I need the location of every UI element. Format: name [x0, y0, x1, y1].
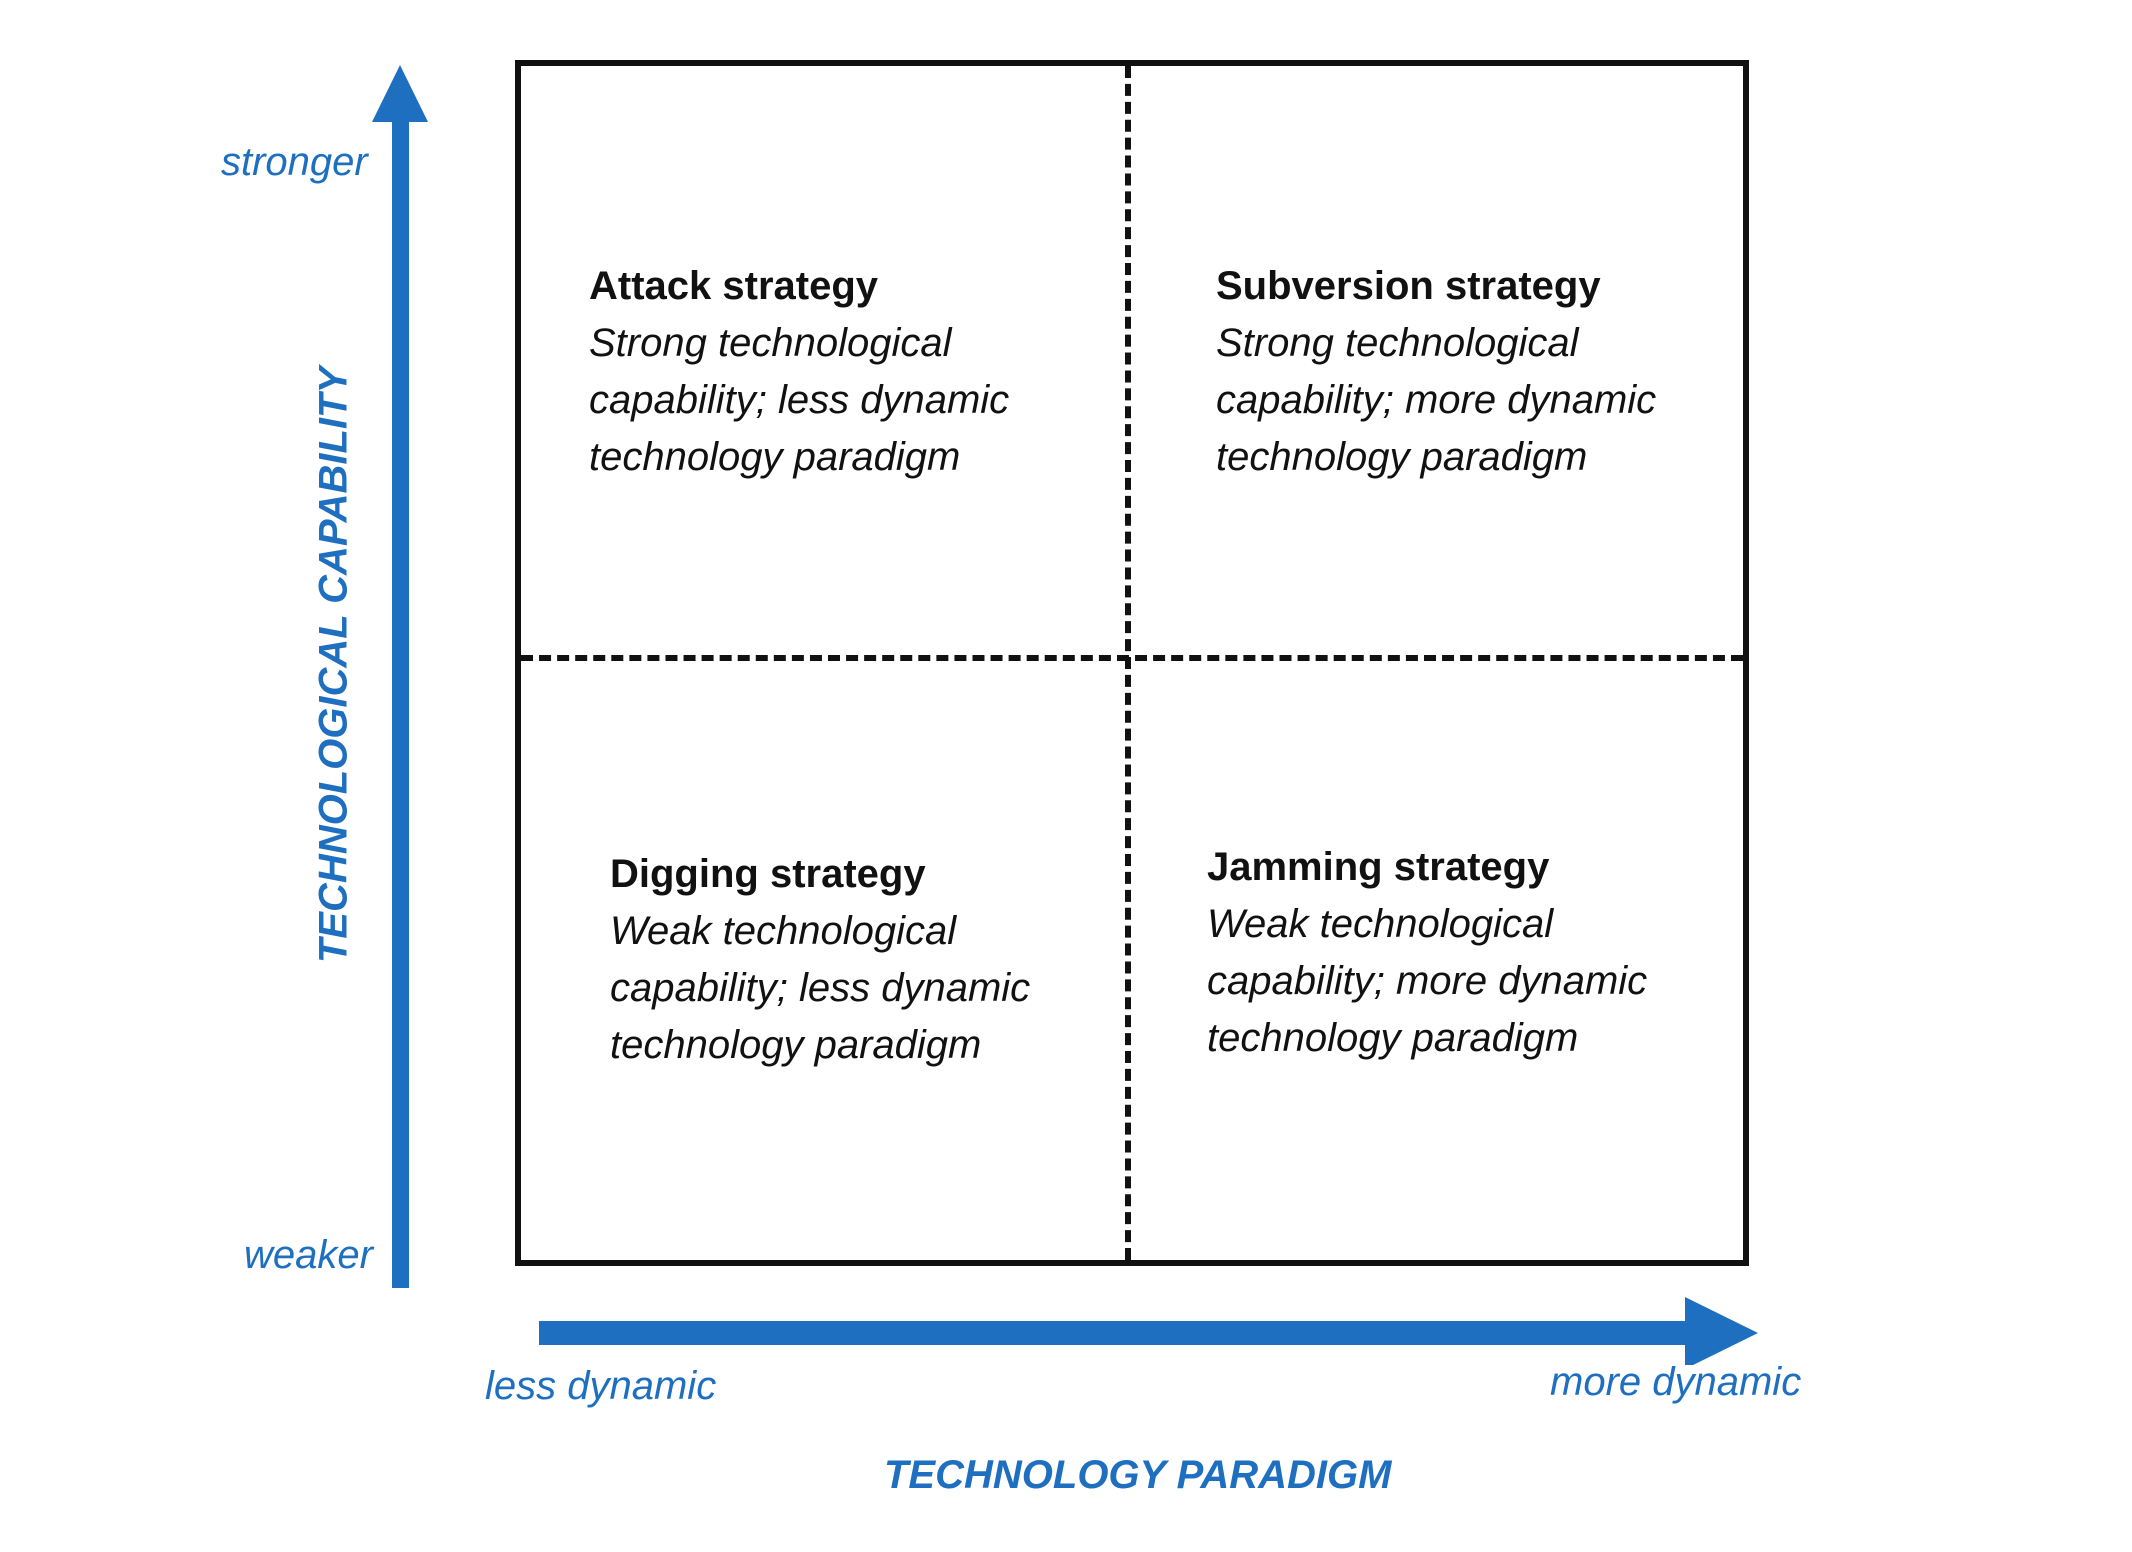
quadrant-description-line: Weak technological — [1207, 902, 1554, 946]
quadrant-description-line: capability; more dynamic — [1207, 959, 1648, 1003]
strategy-matrix — [515, 60, 1749, 1266]
y-axis-top-label: stronger — [221, 140, 368, 184]
x-axis-arrow — [539, 1297, 1758, 1365]
y-axis-bottom-label: weaker — [244, 1233, 373, 1277]
quadrant-description-line: Strong technological — [1216, 321, 1579, 365]
x-axis-right-label: more dynamic — [1550, 1360, 1802, 1404]
quadrant-attack: Attack strategy Strong technological cap… — [589, 258, 1109, 486]
y-axis-arrow — [372, 65, 428, 1288]
quadrant-description-line: Strong technological — [589, 321, 952, 365]
quadrant-description-line: technology paradigm — [1207, 1016, 1579, 1060]
quadrant-description-line: technology paradigm — [589, 435, 961, 479]
quadrant-title: Subversion strategy — [1216, 264, 1601, 308]
x-axis-title: TECHNOLOGY PARADIGM — [884, 1453, 1392, 1497]
y-axis-title: TECHNOLOGICAL CAPABILITY — [311, 366, 356, 964]
quadrant-title: Jamming strategy — [1207, 845, 1550, 889]
quadrant-description-line: capability; less dynamic — [589, 378, 1010, 422]
quadrant-title: Digging strategy — [610, 852, 926, 896]
quadrant-digging: Digging strategy Weak technological capa… — [610, 846, 1130, 1074]
quadrant-description-line: technology paradigm — [1216, 435, 1588, 479]
vertical-divider — [1125, 66, 1131, 1260]
quadrant-description-line: Weak technological — [610, 909, 957, 953]
quadrant-subversion: Subversion strategy Strong technological… — [1216, 258, 1736, 486]
x-axis-left-label: less dynamic — [485, 1364, 717, 1408]
horizontal-divider — [521, 655, 1743, 661]
quadrant-description-line: capability; more dynamic — [1216, 378, 1657, 422]
quadrant-description-line: technology paradigm — [610, 1023, 982, 1067]
quadrant-jamming: Jamming strategy Weak technological capa… — [1207, 839, 1727, 1067]
quadrant-description-line: capability; less dynamic — [610, 966, 1031, 1010]
quadrant-title: Attack strategy — [589, 264, 879, 308]
